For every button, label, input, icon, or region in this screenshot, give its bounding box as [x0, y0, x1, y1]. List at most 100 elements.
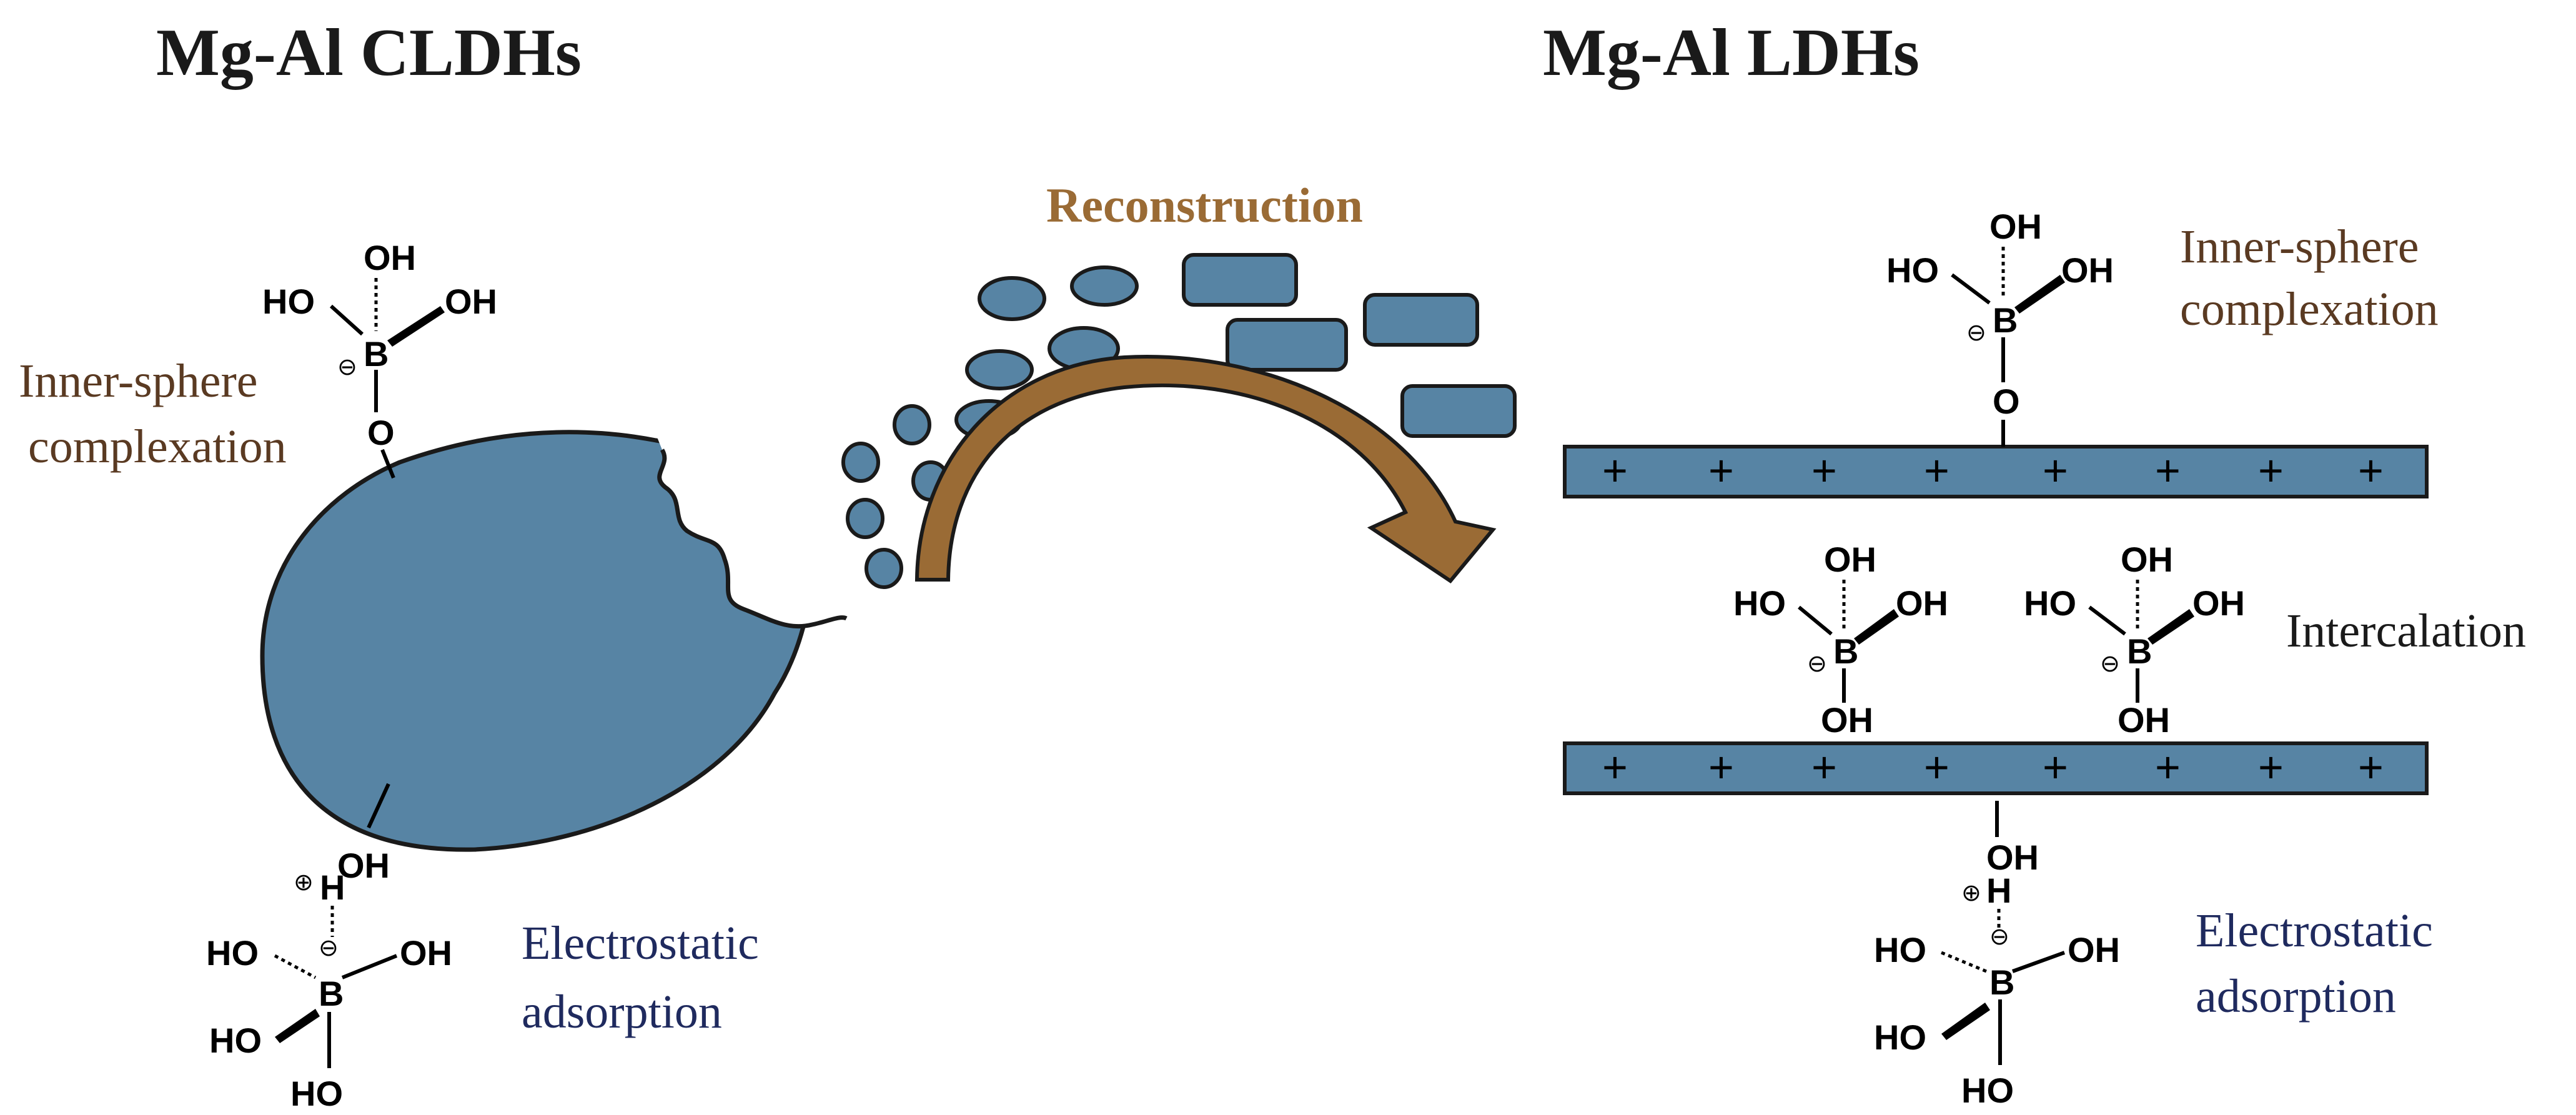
layer-bar: [1563, 445, 2429, 498]
ho-lower-left: HO: [209, 1021, 262, 1060]
right-electro-label-2: adsorption: [2196, 970, 2396, 1023]
oh-top: OH: [1989, 207, 2042, 246]
layer-plus: +: [1602, 743, 1628, 791]
ho-bottom: HO: [1961, 1071, 2014, 1110]
oh-right: OH: [2068, 930, 2120, 969]
right-borate-electro: OH ⊕ H ⊖ B HO OH HO HO: [1874, 801, 2120, 1110]
layer-plus: +: [2155, 446, 2181, 495]
boron: B: [1989, 963, 2014, 1002]
title-cldhs: Mg-Al CLDHs: [156, 16, 582, 90]
bond-wedge: [2014, 275, 2065, 314]
small-platelets: [1182, 253, 1517, 438]
oh-top: OH: [1824, 540, 1876, 579]
left-electro-label-2: adsorption: [522, 986, 722, 1038]
bond-wedge: [275, 1009, 320, 1043]
oh-right: OH: [1896, 583, 1948, 623]
reconstruction-arrow: [914, 355, 1497, 583]
layer-plus: +: [2358, 743, 2384, 791]
particle: [893, 404, 931, 445]
boron: B: [1833, 632, 1858, 671]
boron: B: [319, 974, 344, 1013]
layer-plus: +: [1924, 743, 1949, 791]
layer-plus: +: [1602, 446, 1628, 495]
boron: B: [1993, 300, 2018, 340]
ho-left: HO: [206, 933, 259, 973]
oh-top: OH: [2121, 540, 2173, 579]
bond: [380, 448, 395, 479]
minus-charge: ⊖: [1966, 320, 1986, 346]
bond-hash: [1941, 951, 1987, 973]
oh-right: OH: [445, 282, 497, 321]
bond-wedge: [1854, 609, 1899, 645]
boron: B: [364, 334, 389, 374]
layer-plus: +: [1708, 446, 1734, 495]
bond: [2088, 605, 2126, 636]
right-inner-label-2: complexation: [2180, 283, 2439, 335]
bond: [367, 783, 390, 829]
layer-plus: +: [2358, 446, 2384, 495]
ho-left: HO: [262, 282, 315, 321]
bond-wedge: [387, 306, 445, 347]
oh-top: OH: [364, 238, 416, 277]
left-inner-label-2: complexation: [28, 420, 287, 473]
oh-right: OH: [2061, 250, 2114, 290]
particle: [1070, 265, 1139, 307]
ho-left: HO: [1886, 250, 1939, 290]
platelet: [1363, 293, 1479, 347]
bond-hash: [274, 954, 317, 979]
left-borate-electro: OH ⊕ H ⊖ B HO OH HO HO: [206, 783, 452, 1113]
layer-plus: +: [2043, 446, 2068, 495]
layer-plus: +: [2043, 743, 2068, 791]
bond: [1798, 605, 1833, 636]
cldh-broken-outline: [657, 448, 848, 629]
boron: B: [2127, 632, 2152, 671]
platelet: [1226, 318, 1348, 372]
ldh-layer-bottom: + + + + + + + +: [1563, 741, 2429, 795]
ho-left: HO: [1733, 583, 1786, 623]
intercalated-borate-left: OH HO OH B ⊖ OH: [1733, 540, 1948, 740]
minus-charge: ⊖: [319, 935, 339, 961]
oh-bottom: OH: [2118, 700, 2170, 740]
ho-left: HO: [2024, 583, 2076, 623]
particle: [965, 349, 1034, 390]
plus-charge: ⊕: [1961, 880, 1981, 906]
ho-bottom: HO: [290, 1074, 343, 1113]
particle: [841, 442, 880, 483]
ho-lower-left: HO: [1874, 1018, 1926, 1057]
layer-plus: +: [1811, 743, 1837, 791]
plus-charge: ⊕: [294, 870, 314, 896]
particle: [978, 276, 1046, 321]
right-borate-inner: OH HO OH B ⊖ O: [1886, 207, 2114, 447]
oh-right: OH: [400, 933, 452, 973]
intercalation-label: Intercalation: [2286, 605, 2526, 657]
platelet: [1400, 384, 1517, 438]
hydrogen: H: [320, 868, 345, 907]
layer-plus: +: [2155, 743, 2181, 791]
reconstruction-label: Reconstruction: [1046, 178, 1363, 232]
hydrogen: H: [1986, 871, 2011, 910]
bond-wedge: [1941, 1003, 1990, 1040]
oh-surface: OH: [337, 846, 390, 885]
minus-charge: ⊖: [337, 354, 357, 380]
oxygen: O: [1993, 382, 2020, 421]
oh-right: OH: [2192, 583, 2245, 623]
ho-left: HO: [1874, 930, 1926, 969]
bond: [329, 304, 364, 336]
intercalated-borate-right: OH HO OH B ⊖ OH: [2024, 540, 2245, 740]
left-borate-inner: OH HO OH B ⊖ O: [262, 238, 497, 479]
layer-bar: [1563, 741, 2429, 795]
layer-plus: +: [1924, 446, 1949, 495]
bond: [341, 954, 398, 979]
title-ldhs: Mg-Al LDHs: [1543, 16, 1920, 90]
layer-plus: +: [2258, 446, 2284, 495]
left-inner-label-1: Inner-sphere: [19, 355, 258, 407]
minus-charge: ⊖: [2100, 651, 2120, 677]
right-electro-label-1: Electrostatic: [2196, 904, 2433, 957]
bond: [1951, 273, 1991, 305]
oxygen: O: [367, 413, 395, 452]
platelet: [1182, 253, 1298, 307]
cldh-broken-edge: [656, 425, 843, 628]
particle: [864, 548, 903, 589]
oh-bottom: OH: [1821, 700, 1873, 740]
